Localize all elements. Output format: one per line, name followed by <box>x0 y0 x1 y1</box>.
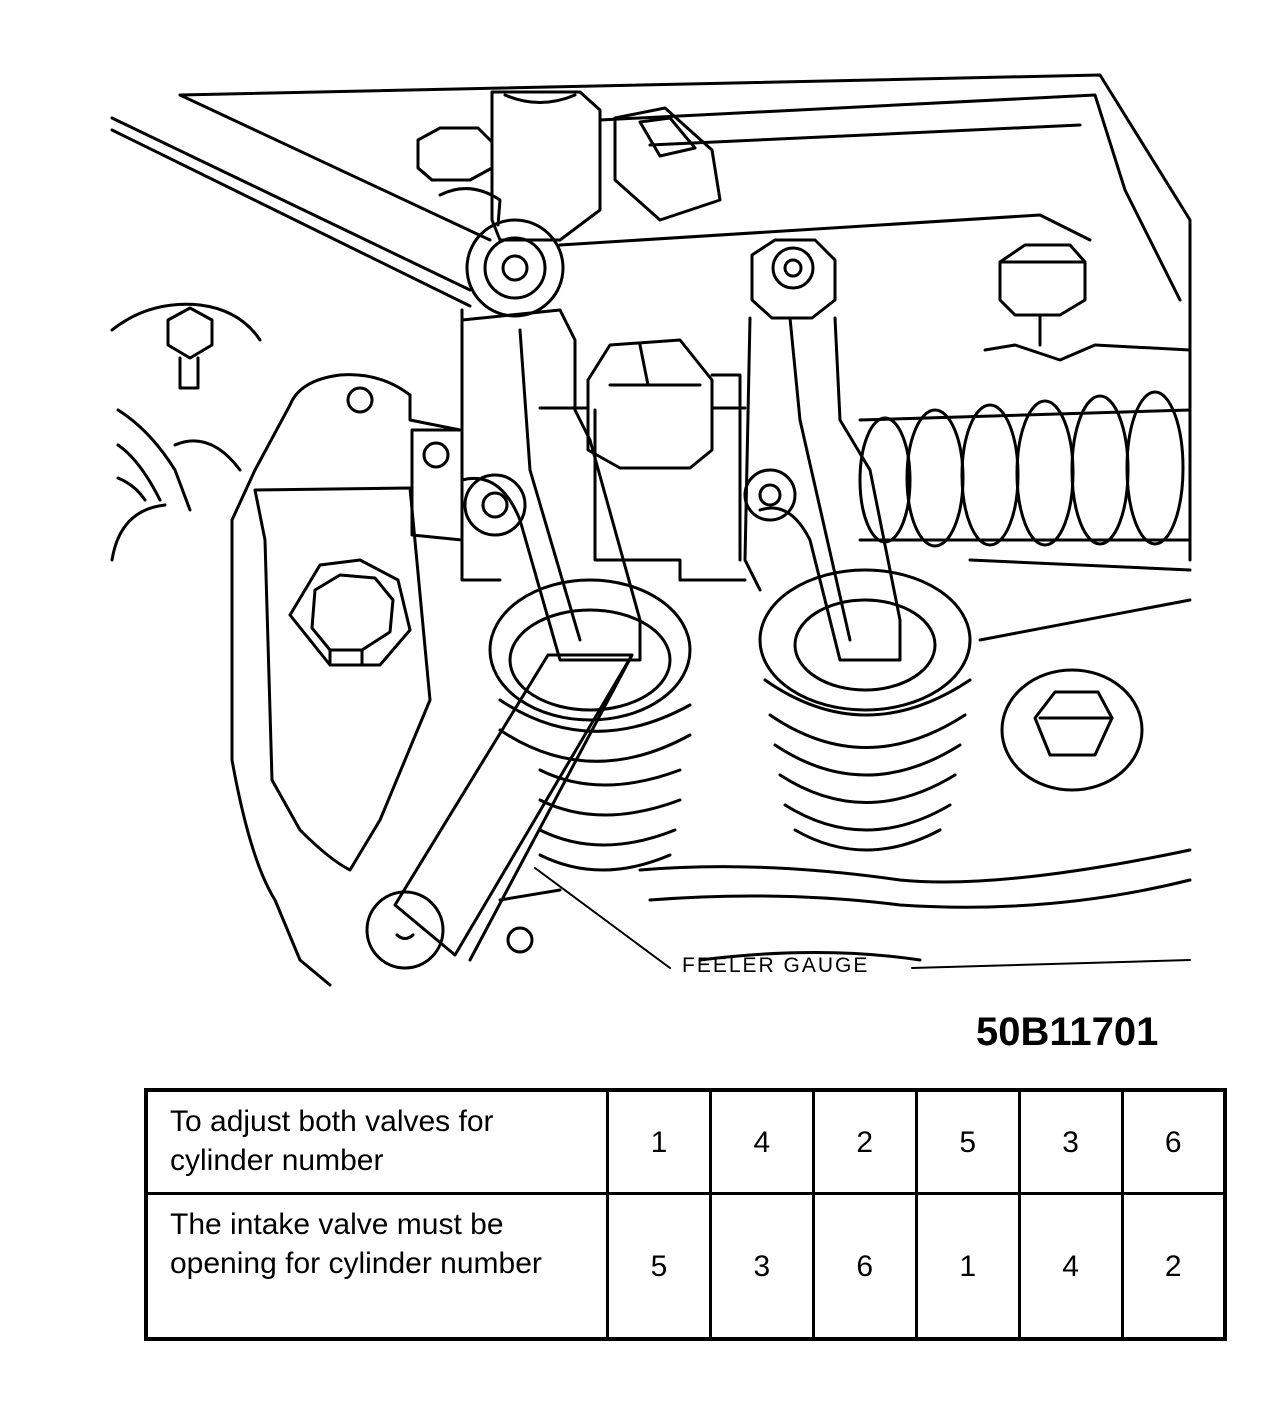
table-cell: 4 <box>1017 1192 1124 1341</box>
deck-edges <box>498 558 1192 962</box>
rocker-cover <box>178 73 1192 562</box>
feeler-gauge <box>365 653 634 970</box>
manifold <box>110 408 242 562</box>
valve-adjustment-illustration <box>110 73 1192 987</box>
head-casting <box>230 373 462 987</box>
feeler-gauge-label: FEELER GAUGE <box>682 954 870 977</box>
row-label: To adjust both valves for cylinder numbe… <box>144 1088 609 1195</box>
table-cell: 3 <box>1017 1088 1124 1195</box>
row-label: The intake valve must be opening for cyl… <box>144 1192 609 1341</box>
figure-id: 50B11701 <box>976 1010 1159 1054</box>
right-rocker-arm <box>743 238 902 662</box>
top-bolts <box>416 90 722 242</box>
table-cell: 6 <box>1120 1088 1227 1195</box>
table-cell: 3 <box>708 1192 815 1341</box>
table-cell: 1 <box>914 1192 1021 1341</box>
table-cell: 4 <box>708 1088 815 1195</box>
right-valve-spring <box>758 568 972 852</box>
right-bolt <box>983 243 1192 362</box>
table-cell: 2 <box>1120 1192 1227 1341</box>
callout-tail <box>911 959 1191 969</box>
left-stud <box>110 302 262 390</box>
left-valve-spring <box>488 578 692 872</box>
table-cell: 5 <box>606 1192 712 1341</box>
table-cell: 5 <box>914 1088 1021 1195</box>
callout-leader <box>534 867 671 969</box>
table-cell: 2 <box>811 1088 918 1195</box>
table-cell: 1 <box>606 1088 712 1195</box>
table-row: The intake valve must be opening for cyl… <box>144 1192 1227 1341</box>
left-rocker-arm <box>410 308 642 662</box>
firing-order-table: To adjust both valves for cylinder numbe… <box>144 1088 1227 1341</box>
deck-bolt <box>1000 668 1144 792</box>
rocker-shaft-spring <box>858 390 1192 548</box>
wrench <box>110 93 565 318</box>
table-row: To adjust both valves for cylinder numbe… <box>144 1088 1227 1195</box>
table-cell: 6 <box>811 1192 918 1341</box>
center-bolt <box>538 338 747 582</box>
